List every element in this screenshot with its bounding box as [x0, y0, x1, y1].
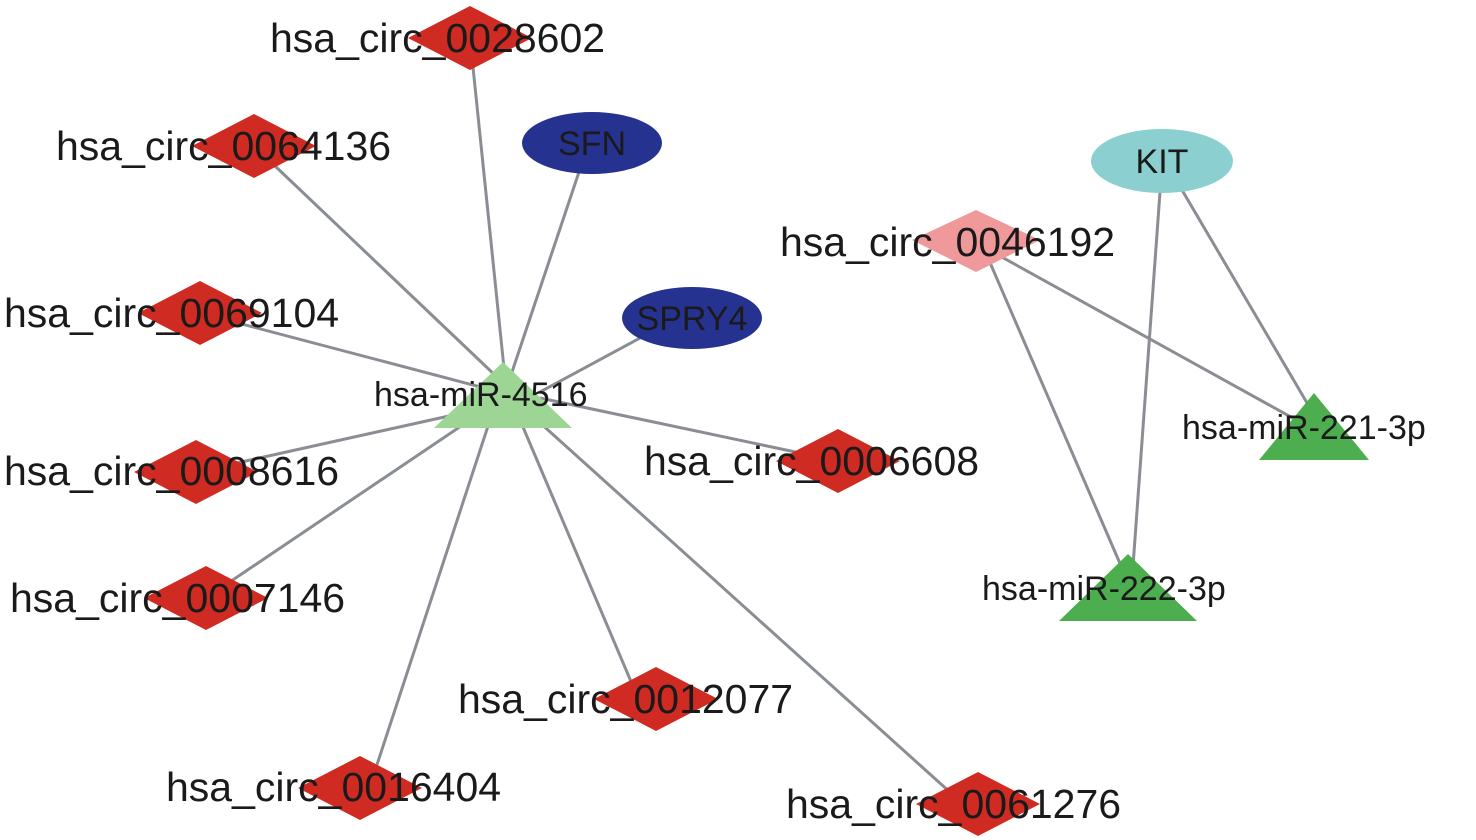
label-hsa-circ-0028602: hsa_circ_0028602: [270, 15, 605, 61]
edge-0006608-mir4516: [539, 396, 839, 463]
node-hsa-mir-221-3p[interactable]: [1259, 393, 1369, 460]
edge-0012077-mir4516: [518, 419, 640, 699]
label-hsa-circ-0012077: hsa_circ_0012077: [458, 676, 793, 722]
node-hsa-circ-0006608[interactable]: [776, 429, 900, 493]
label-hsa-circ-0046192: hsa_circ_0046192: [780, 219, 1115, 265]
edge-0028602-mir4516: [468, 37, 507, 379]
label-hsa-mir-4516: hsa-miR-4516: [374, 376, 588, 414]
label-layer: hsa_circ_0028602 hsa_circ_0064136 hsa_ci…: [4, 15, 1426, 827]
label-hsa-mir-222-3p: hsa-miR-222-3p: [982, 570, 1226, 608]
node-sfn[interactable]: [522, 112, 662, 174]
edge-0064136-mir4516: [252, 144, 500, 380]
edge-0061276-mir4516: [526, 410, 964, 805]
edge-spry4-mir4516: [539, 336, 641, 394]
mirna-node-layer: [434, 362, 1369, 621]
label-kit: KIT: [1136, 143, 1189, 181]
node-spry4[interactable]: [622, 287, 762, 349]
node-hsa-circ-0061276[interactable]: [916, 772, 1040, 836]
node-hsa-circ-0046192[interactable]: [912, 210, 1040, 272]
label-sfn: SFN: [558, 125, 626, 163]
label-hsa-circ-0007146: hsa_circ_0007146: [10, 575, 345, 621]
label-hsa-circ-0069104: hsa_circ_0069104: [4, 290, 339, 336]
edge-layer: [195, 37, 1322, 805]
label-hsa-circ-0061276: hsa_circ_0061276: [786, 781, 1121, 827]
node-hsa-circ-0012077[interactable]: [594, 667, 718, 731]
circrna-node-layer: [134, 6, 1040, 836]
gene-node-layer: [522, 112, 1233, 349]
edge-kit-mir221: [1180, 189, 1322, 426]
node-hsa-mir-4516[interactable]: [434, 362, 572, 428]
node-kit[interactable]: [1091, 129, 1233, 193]
edge-0069104-mir4516: [199, 311, 493, 392]
edge-0016404-mir4516: [368, 419, 492, 787]
node-hsa-circ-0007146[interactable]: [144, 566, 268, 630]
node-hsa-circ-0016404[interactable]: [298, 756, 422, 820]
edge-0007146-mir4516: [205, 418, 471, 600]
node-hsa-mir-222-3p[interactable]: [1059, 554, 1197, 621]
node-hsa-circ-0008616[interactable]: [134, 440, 258, 504]
node-hsa-circ-0064136[interactable]: [192, 114, 316, 178]
label-spry4: SPRY4: [637, 300, 748, 338]
label-hsa-circ-0064136: hsa_circ_0064136: [56, 123, 391, 169]
edge-0008616-mir4516: [195, 406, 486, 474]
node-hsa-circ-0028602[interactable]: [408, 6, 532, 70]
label-hsa-circ-0006608: hsa_circ_0006608: [644, 438, 979, 484]
edge-sfn-mir4516: [510, 159, 585, 373]
edge-kit-mir222: [1130, 191, 1162, 581]
edge-0046192-mir222: [986, 257, 1130, 583]
node-hsa-circ-0069104[interactable]: [138, 281, 262, 345]
label-hsa-circ-0008616: hsa_circ_0008616: [4, 448, 339, 494]
label-hsa-mir-221-3p: hsa-miR-221-3p: [1182, 409, 1426, 447]
label-hsa-circ-0016404: hsa_circ_0016404: [166, 764, 501, 810]
